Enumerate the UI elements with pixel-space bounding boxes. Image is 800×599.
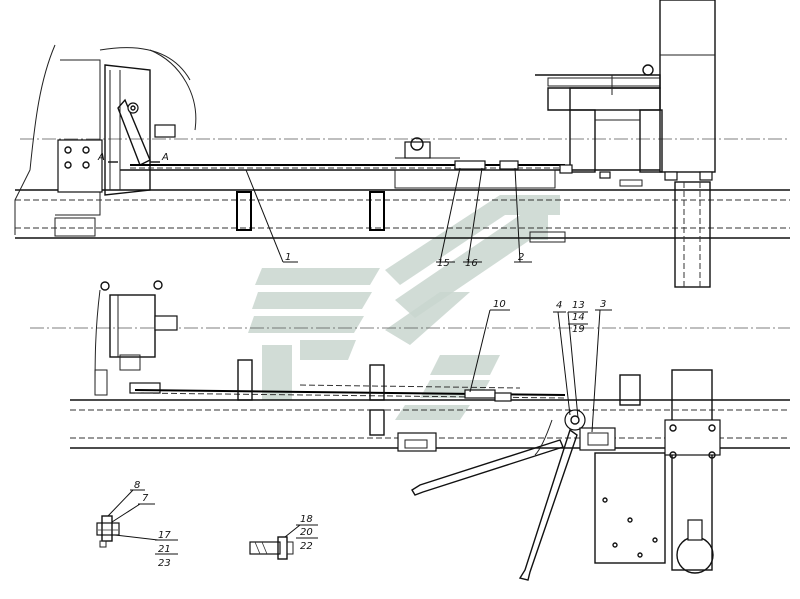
callout-22: 22 (300, 541, 313, 552)
callout-8: 8 (134, 480, 140, 491)
detail-right: 18 20 22 (249, 514, 318, 560)
callout-21: 21 (158, 544, 171, 555)
callout-10: 10 (493, 299, 506, 310)
detail-left: 8 7 17 21 23 (96, 480, 178, 569)
callout-18: 18 (300, 514, 313, 525)
callout-14: 14 (572, 312, 585, 323)
callout-2: 2 (518, 252, 524, 263)
callout-4: 4 (556, 300, 562, 311)
section-mark-right: A (161, 152, 169, 163)
callout-16: 16 (465, 258, 478, 269)
callout-20: 20 (300, 527, 313, 538)
callout-17: 17 (158, 530, 171, 541)
section-mark-left: A (97, 152, 105, 163)
callout-1: 1 (285, 252, 291, 263)
callout-7: 7 (142, 493, 149, 504)
callout-19: 19 (572, 324, 585, 335)
bottom-view: 10 4 13 14 19 3 (30, 280, 790, 581)
callout-3: 3 (600, 299, 606, 310)
callout-23: 23 (158, 558, 171, 569)
top-view: A A (14, 0, 790, 288)
callout-15: 15 (437, 258, 450, 269)
callout-13: 13 (572, 300, 585, 311)
